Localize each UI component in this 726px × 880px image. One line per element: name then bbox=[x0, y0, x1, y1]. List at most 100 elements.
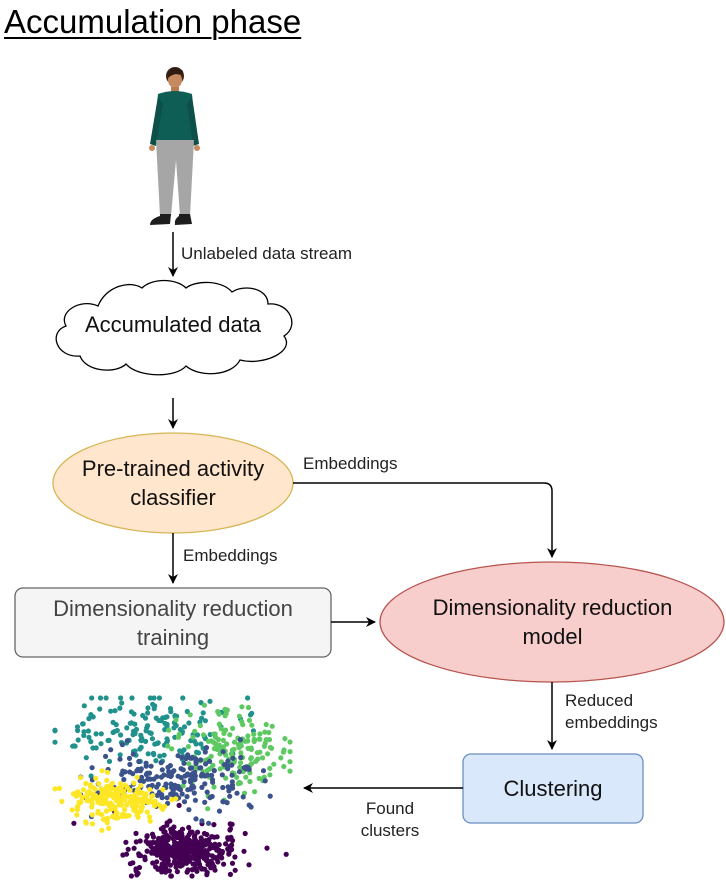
scatter-dot bbox=[189, 765, 195, 771]
accumulated-data-label: Accumulated data bbox=[84, 312, 262, 337]
scatter-dot bbox=[175, 773, 181, 779]
person-icon bbox=[149, 67, 200, 225]
scatter-dot bbox=[139, 774, 145, 780]
scatter-dot bbox=[137, 838, 143, 844]
scatter-dot bbox=[168, 709, 174, 715]
scatter-dot bbox=[83, 755, 89, 761]
scatter-dot bbox=[264, 845, 270, 851]
scatter-dot bbox=[230, 785, 236, 791]
scatter-dot bbox=[267, 772, 273, 778]
scatter-dot bbox=[185, 744, 191, 750]
scatter-dot bbox=[197, 723, 203, 729]
scatter-dot bbox=[143, 763, 149, 769]
scatter-dot bbox=[73, 793, 79, 799]
scatter-dot bbox=[152, 703, 158, 709]
scatter-dot bbox=[246, 862, 252, 868]
scatter-dot bbox=[202, 749, 208, 755]
scatter-dot bbox=[204, 767, 210, 774]
scatter-dot bbox=[178, 852, 184, 858]
scatter-dot bbox=[257, 749, 263, 755]
scatter-dot bbox=[97, 695, 104, 701]
scatter-dot bbox=[148, 763, 154, 769]
scatter-dot bbox=[167, 862, 173, 868]
scatter-dot bbox=[93, 731, 99, 737]
scatter-dot bbox=[212, 842, 218, 848]
scatter-dot bbox=[145, 751, 151, 757]
scatter-dot bbox=[186, 761, 192, 767]
scatter-dot bbox=[108, 708, 114, 714]
scatter-dot bbox=[200, 710, 206, 716]
scatter-dot bbox=[269, 723, 275, 729]
scatter-dot bbox=[171, 852, 177, 858]
scatter-dot bbox=[170, 769, 176, 775]
scatter-dot bbox=[191, 790, 197, 796]
scatter-dot bbox=[171, 859, 177, 865]
scatter-dot bbox=[164, 736, 170, 742]
scatter-dot bbox=[260, 768, 267, 774]
scatter-dot bbox=[114, 790, 120, 796]
scatter-dot bbox=[85, 728, 91, 734]
scatter-dot bbox=[210, 779, 216, 785]
scatter-dot bbox=[109, 793, 115, 799]
scatter-dot bbox=[123, 839, 129, 845]
scatter-dot bbox=[229, 772, 235, 778]
scatter-dot bbox=[52, 786, 58, 792]
scatter-dot bbox=[252, 789, 258, 795]
scatter-dot bbox=[201, 702, 207, 708]
scatter-dot bbox=[108, 747, 114, 753]
scatter-dot bbox=[89, 695, 95, 701]
scatter-dot bbox=[144, 809, 150, 815]
scatter-dot bbox=[117, 752, 123, 758]
scatter-dot bbox=[208, 753, 214, 759]
scatter-dot bbox=[136, 852, 142, 859]
scatter-dot bbox=[260, 755, 266, 761]
scatter-dot bbox=[189, 755, 195, 761]
scatter-dot bbox=[154, 859, 160, 865]
scatter-dot bbox=[176, 834, 182, 841]
label-embeddings-down: Embeddings bbox=[183, 546, 278, 565]
scatter-dot bbox=[229, 846, 235, 853]
scatter-dot bbox=[97, 706, 103, 712]
scatter-dot bbox=[153, 864, 159, 870]
scatter-dot bbox=[207, 758, 213, 765]
scatter-dot bbox=[145, 799, 151, 806]
scatter-dot bbox=[226, 851, 232, 857]
scatter-dot bbox=[99, 768, 105, 774]
scatter-dot bbox=[181, 724, 188, 730]
scatter-dot bbox=[134, 774, 140, 780]
scatter-dot bbox=[156, 717, 162, 724]
scatter-dot bbox=[118, 732, 124, 738]
scatter-dot bbox=[95, 808, 101, 815]
scatter-dot bbox=[215, 736, 221, 743]
scatter-dot bbox=[166, 868, 172, 874]
scatter-dot bbox=[128, 794, 134, 800]
scatter-dot bbox=[124, 725, 130, 731]
scatter-dot bbox=[198, 741, 204, 747]
scatter-dot bbox=[170, 831, 176, 837]
scatter-dot bbox=[106, 825, 112, 831]
scatter-dot bbox=[174, 842, 180, 848]
scatter-dot bbox=[203, 857, 209, 864]
scatter-dot bbox=[80, 721, 86, 727]
scatter-dot bbox=[234, 790, 240, 796]
scatter-dot bbox=[247, 778, 253, 785]
scatter-dot bbox=[81, 703, 87, 709]
scatter-dot bbox=[149, 831, 156, 837]
scatter-dot bbox=[224, 763, 230, 769]
scatter-dot bbox=[220, 744, 226, 750]
scatter-dot bbox=[132, 798, 138, 804]
scatter-dot bbox=[207, 846, 213, 852]
scatter-dot bbox=[287, 768, 293, 774]
scatter-dot bbox=[267, 793, 273, 799]
scatter-dot bbox=[74, 812, 80, 818]
scatter-dot bbox=[136, 864, 143, 871]
scatter-dot bbox=[121, 776, 127, 783]
scatter-dot bbox=[179, 857, 186, 864]
scatter-dot bbox=[102, 796, 109, 802]
scatter-dot bbox=[138, 783, 144, 789]
scatter-dot bbox=[261, 743, 267, 749]
scatter-dot bbox=[139, 804, 145, 810]
scatter-dot bbox=[157, 753, 163, 759]
label-embeddings-right: Embeddings bbox=[303, 454, 398, 473]
clustering-label: Clustering bbox=[503, 776, 603, 801]
